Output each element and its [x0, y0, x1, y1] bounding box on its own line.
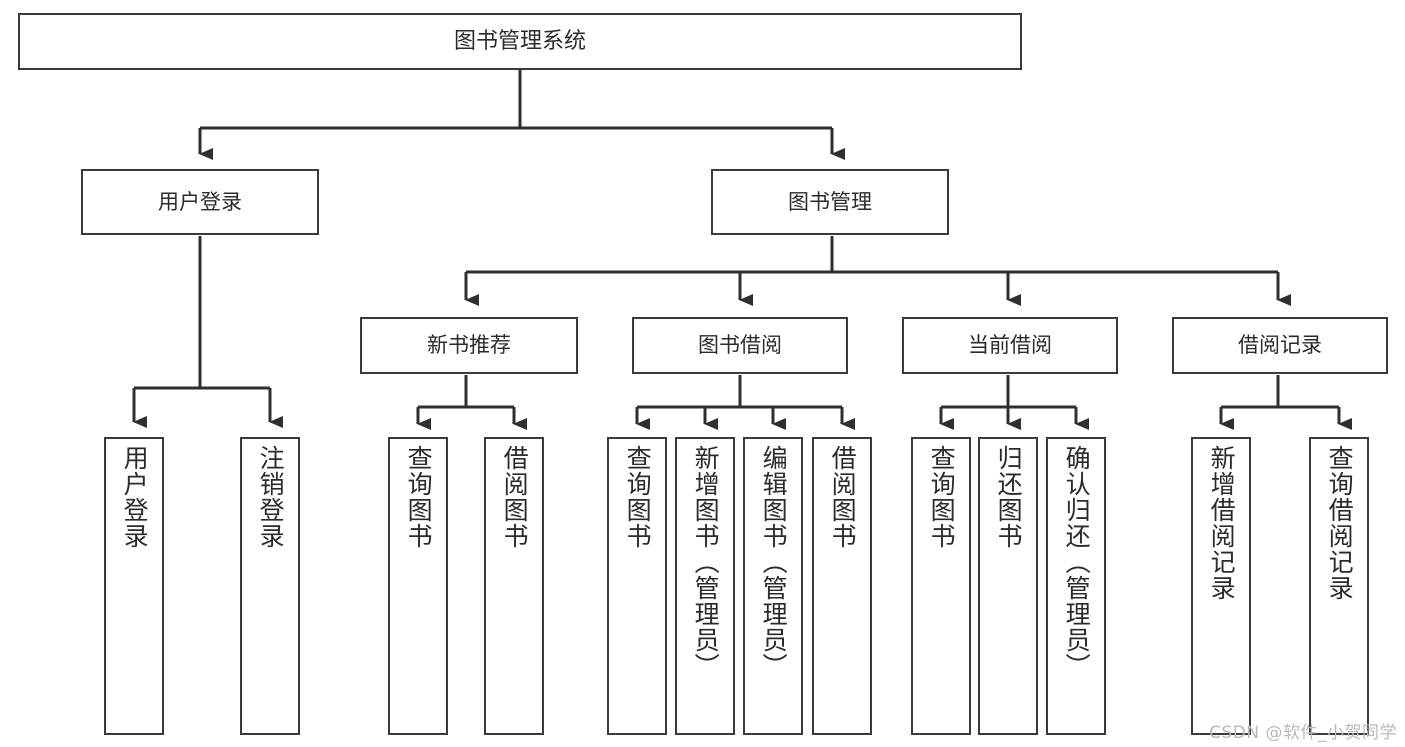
- node-book-management[interactable]: 图书管理: [711, 169, 949, 235]
- leaf-book-borrow-add-book-admin[interactable]: 新增图书（管理员）: [675, 437, 735, 735]
- node-label: 注销登录: [256, 445, 286, 549]
- node-label: 新书推荐: [427, 333, 511, 358]
- node-label: 用户登录: [158, 189, 242, 214]
- watermark-text: CSDN @软件_小贺同学: [1209, 723, 1397, 743]
- leaf-new-book-borrow-books[interactable]: 借阅图书: [484, 437, 544, 735]
- node-label: 借阅记录: [1238, 333, 1322, 358]
- node-label: 编辑图书（管理员）: [759, 445, 789, 679]
- node-label: 借阅图书: [828, 445, 858, 549]
- node-label: 用户登录: [120, 445, 150, 549]
- node-label: 当前借阅: [968, 333, 1052, 358]
- node-root-book-management-system[interactable]: 图书管理系统: [18, 13, 1022, 70]
- node-label: 查询借阅记录: [1325, 445, 1355, 601]
- leaf-book-borrow-edit-book-admin[interactable]: 编辑图书（管理员）: [743, 437, 803, 735]
- leaf-current-borrow-return-books[interactable]: 归还图书: [978, 437, 1038, 735]
- node-label: 图书管理: [788, 189, 872, 214]
- leaf-new-book-query-books[interactable]: 查询图书: [388, 437, 448, 735]
- leaf-book-borrow-borrow-books[interactable]: 借阅图书: [812, 437, 872, 735]
- node-label: 新增借阅记录: [1207, 445, 1237, 601]
- node-label: 新增图书（管理员）: [691, 445, 721, 679]
- leaf-user-login-login[interactable]: 用户登录: [104, 437, 164, 735]
- leaf-book-borrow-query-books[interactable]: 查询图书: [607, 437, 667, 735]
- node-book-borrow[interactable]: 图书借阅: [632, 317, 848, 374]
- leaf-borrow-record-add-record[interactable]: 新增借阅记录: [1191, 437, 1251, 735]
- node-borrow-record[interactable]: 借阅记录: [1172, 317, 1388, 374]
- leaf-borrow-record-query-record[interactable]: 查询借阅记录: [1309, 437, 1369, 735]
- leaf-user-login-logout[interactable]: 注销登录: [240, 437, 300, 735]
- node-label: 查询图书: [623, 445, 653, 549]
- node-new-book-recommend[interactable]: 新书推荐: [360, 317, 578, 374]
- leaf-current-borrow-query-books[interactable]: 查询图书: [911, 437, 971, 735]
- node-current-borrow[interactable]: 当前借阅: [902, 317, 1118, 374]
- node-label: 确认归还（管理员）: [1062, 445, 1092, 679]
- node-user-login[interactable]: 用户登录: [81, 169, 319, 235]
- leaf-current-borrow-confirm-return-admin[interactable]: 确认归还（管理员）: [1046, 437, 1106, 735]
- node-label: 查询图书: [404, 445, 434, 549]
- node-label: 借阅图书: [500, 445, 530, 549]
- node-label: 查询图书: [927, 445, 957, 549]
- node-label: 归还图书: [994, 445, 1024, 549]
- node-label: 图书借阅: [698, 333, 782, 358]
- node-label: 图书管理系统: [453, 28, 586, 54]
